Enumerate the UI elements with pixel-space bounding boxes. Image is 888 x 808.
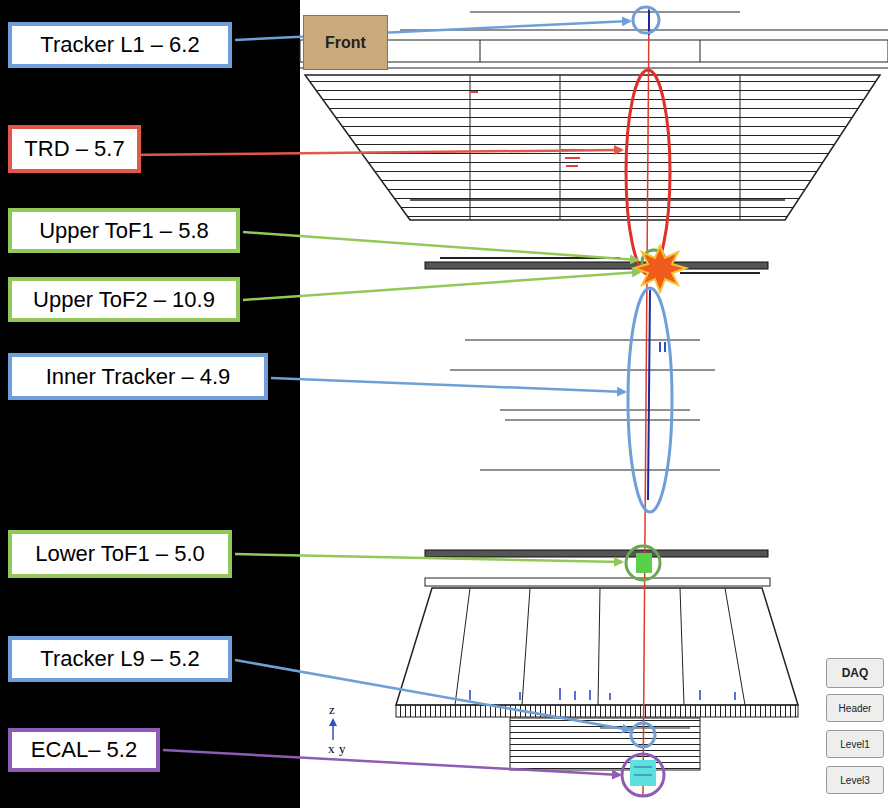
node-text: Inner Tracker – 4.9: [46, 364, 231, 390]
node-text: DAQ: [842, 666, 869, 680]
node-text: Tracker L9 – 5.2: [40, 646, 199, 672]
callout-box: ECAL– 5.2: [8, 728, 160, 772]
node-text: Tracker L1 – 6.2: [40, 32, 199, 58]
node-text: Lower ToF1 – 5.0: [35, 541, 205, 567]
node-text: Front: [325, 34, 366, 52]
node-text: Level3: [840, 775, 869, 786]
node-text: Upper ToF1 – 5.8: [39, 218, 209, 244]
panel-button: Level1: [826, 730, 884, 758]
axis-label: y: [339, 741, 346, 757]
callout-box: Tracker L1 – 6.2: [8, 22, 232, 68]
node-text: Level1: [840, 739, 869, 750]
front-tag: Front: [303, 15, 388, 70]
callout-box: Tracker L9 – 5.2: [8, 636, 232, 682]
panel-button: DAQ: [826, 658, 884, 688]
node-text: TRD – 5.7: [24, 136, 124, 162]
callout-box: Upper ToF2 – 10.9: [8, 277, 240, 322]
callout-box: Upper ToF1 – 5.8: [8, 208, 240, 253]
node-text: ECAL– 5.2: [31, 737, 137, 763]
node-text: Header: [839, 703, 872, 714]
axis-label: x: [328, 741, 335, 757]
panel-button: Header: [826, 694, 884, 722]
callout-box: TRD – 5.7: [8, 125, 141, 173]
node-text: Upper ToF2 – 10.9: [33, 287, 215, 313]
panel-button: Level3: [826, 766, 884, 794]
callout-box: Lower ToF1 – 5.0: [8, 530, 232, 578]
axis-label: z: [329, 702, 335, 718]
callout-box: Inner Tracker – 4.9: [8, 353, 268, 400]
